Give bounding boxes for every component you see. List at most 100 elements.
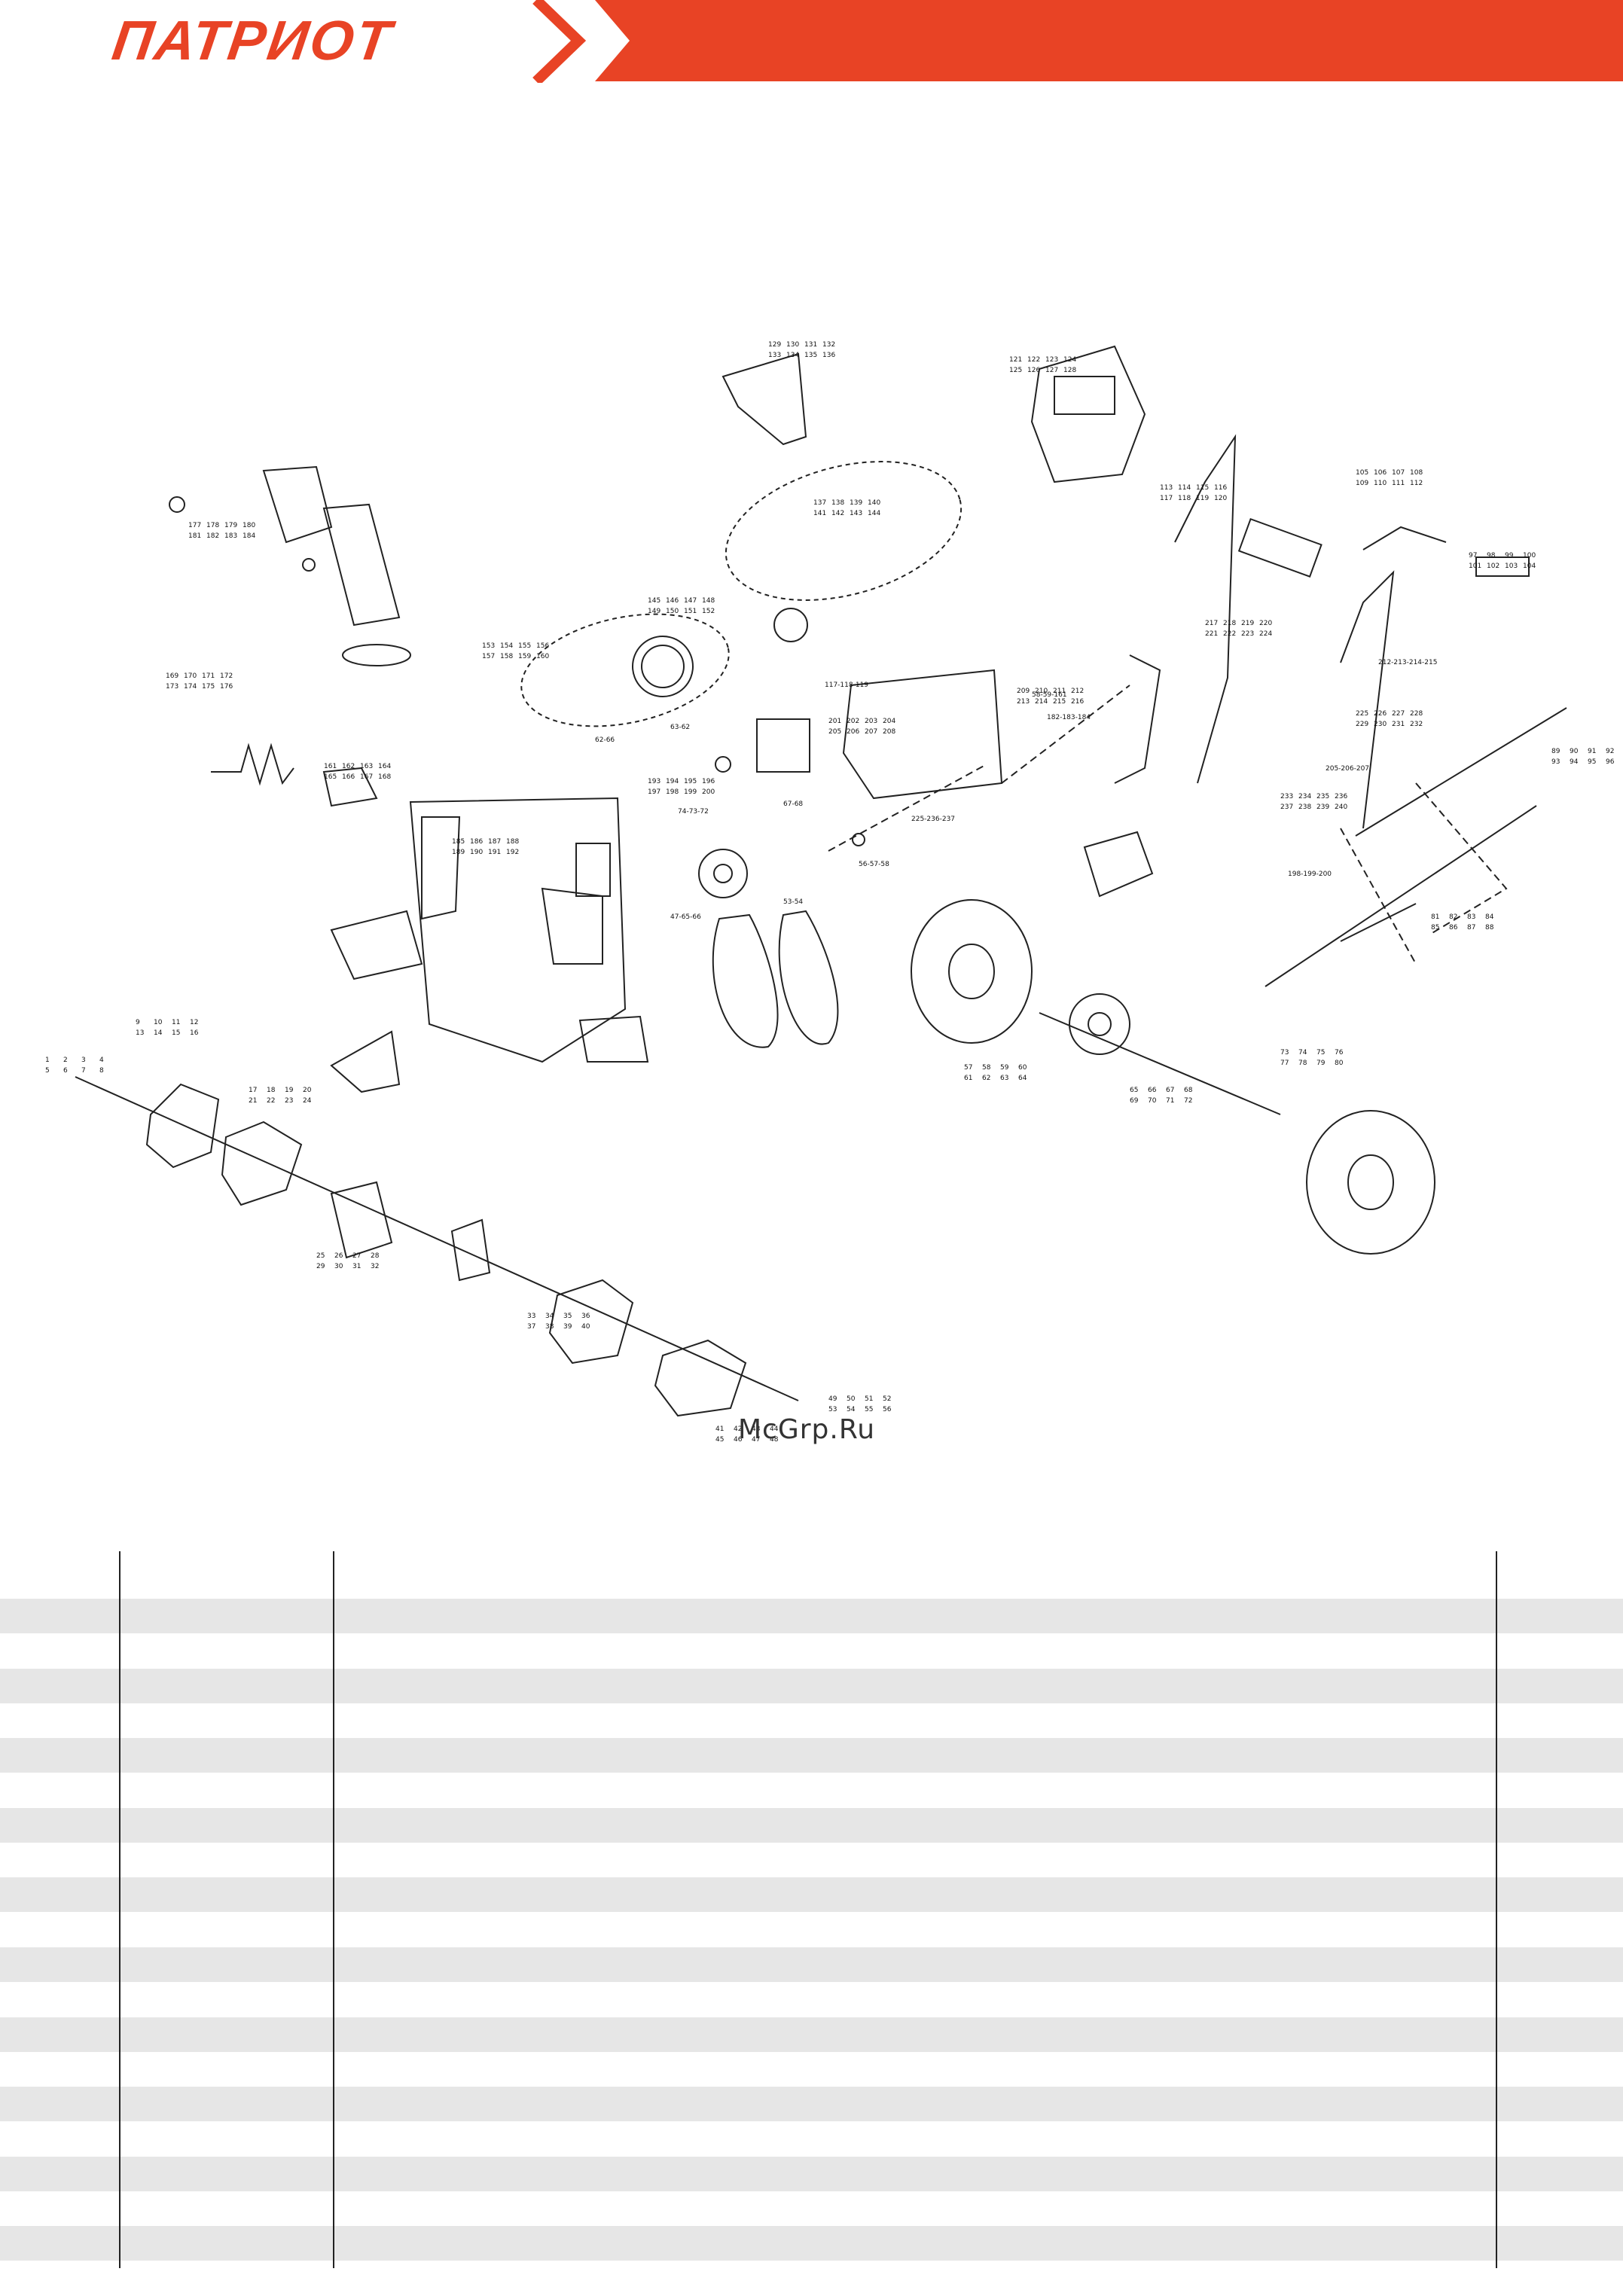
table-row	[0, 1668, 1623, 1703]
part-number-label: 14	[154, 1029, 163, 1037]
part-number-label: 26	[334, 1252, 343, 1260]
part-number-label: 208	[883, 728, 895, 736]
part-number-label: 54	[847, 1406, 856, 1413]
part-number-label: 190	[470, 849, 483, 856]
side-plate-left	[330, 910, 423, 980]
part-number-label: 123	[1045, 356, 1058, 364]
part-group-label: 56-57-58	[859, 861, 889, 868]
table-row	[0, 2261, 1623, 2296]
part-number-label: 161	[324, 763, 337, 770]
part-number-label: 93	[1551, 758, 1560, 766]
part-number-label: 237	[1280, 803, 1293, 811]
part-number-label: 129	[768, 341, 781, 349]
drive-gear	[1069, 993, 1130, 1055]
part-number-label: 18	[267, 1087, 276, 1094]
part-number-label: 180	[243, 522, 255, 529]
part-number-label: 19	[285, 1087, 294, 1094]
part-number-label: 74	[1298, 1049, 1307, 1057]
part-number-label: 7	[81, 1067, 86, 1075]
part-number-label: 176	[220, 683, 233, 691]
part-number-label: 236	[1335, 793, 1347, 800]
part-number-label: 101	[1469, 563, 1481, 570]
handle-grip	[1475, 556, 1530, 577]
brand-logo: ПАТРИОТ	[108, 9, 397, 72]
part-number-label: 119	[1196, 495, 1209, 502]
part-number-label: 198	[666, 788, 679, 796]
diagram-drawing: 1234567891011121314151617181920212223242…	[45, 341, 1615, 1444]
part-number-label: 63	[1000, 1075, 1008, 1082]
part-number-label: 102	[1487, 563, 1499, 570]
part-number-label: 239	[1316, 803, 1329, 811]
part-number-label: 233	[1280, 793, 1293, 800]
part-number-label: 2	[63, 1057, 68, 1064]
part-number-label: 36	[581, 1313, 590, 1320]
part-number-label: 169	[166, 672, 178, 680]
table-row	[0, 2087, 1623, 2122]
part-number-label: 170	[184, 672, 197, 680]
part-number-label: 120	[1214, 495, 1227, 502]
part-number-label: 223	[1241, 630, 1254, 638]
part-number-label: 222	[1223, 630, 1236, 638]
part-number-label: 110	[1374, 480, 1387, 487]
part-number-label: 90	[1570, 748, 1579, 755]
part-number-label: 147	[684, 597, 697, 605]
drive-pulley	[773, 608, 808, 642]
part-number-label: 82	[1449, 913, 1457, 921]
part-number-label: 111	[1392, 480, 1405, 487]
part-number-label: 175	[202, 683, 215, 691]
part-number-label: 225	[1356, 710, 1368, 718]
part-number-label: 50	[847, 1395, 856, 1403]
part-number-label: 35	[563, 1313, 572, 1320]
part-number-label: 215	[1053, 698, 1066, 706]
part-number-label: 94	[1570, 758, 1579, 766]
engine-tank	[1054, 376, 1115, 415]
auger-left-2	[221, 1121, 303, 1206]
part-number-label: 43	[752, 1425, 760, 1433]
part-number-label: 84	[1485, 913, 1494, 921]
part-number-label: 71	[1166, 1097, 1174, 1105]
part-number-label: 64	[1018, 1075, 1027, 1082]
part-number-label: 188	[506, 838, 519, 846]
part-number-label: 201	[828, 718, 841, 725]
part-number-label: 65	[1130, 1087, 1138, 1094]
part-number-label: 98	[1487, 552, 1496, 560]
handle-left	[1174, 434, 1237, 784]
parts-table	[0, 1551, 1623, 2268]
part-number-label: 79	[1316, 1060, 1326, 1067]
part-number-label: 33	[527, 1313, 535, 1320]
part-number-label: 213	[1017, 698, 1030, 706]
part-number-label: 189	[452, 849, 465, 856]
part-number-label: 203	[865, 718, 877, 725]
part-number-label: 139	[850, 499, 862, 507]
part-number-label: 3	[81, 1057, 86, 1064]
part-number-label: 153	[482, 642, 495, 650]
part-group-label: 47-65-66	[670, 913, 701, 921]
part-number-label: 5	[45, 1067, 50, 1075]
part-group-label: 58-59-161	[1032, 691, 1067, 699]
part-number-label: 107	[1392, 469, 1405, 477]
part-number-label: 86	[1449, 924, 1458, 932]
part-number-label: 126	[1027, 367, 1040, 374]
table-row	[0, 1633, 1623, 1668]
part-number-label: 91	[1588, 748, 1596, 755]
table-row	[0, 2122, 1623, 2157]
part-number-label: 155	[518, 642, 531, 650]
part-number-label: 177	[188, 522, 201, 529]
part-number-label: 224	[1259, 630, 1272, 638]
auger-left-1	[145, 1083, 220, 1169]
part-number-label: 167	[360, 773, 373, 781]
drive-belt-2	[778, 910, 839, 1045]
table-row	[0, 2052, 1623, 2087]
part-number-label: 70	[1148, 1097, 1157, 1105]
part-number-label: 116	[1214, 484, 1227, 492]
auger-right-2	[654, 1339, 747, 1417]
part-number-label: 121	[1009, 356, 1022, 364]
part-number-label: 16	[190, 1029, 199, 1037]
part-number-label: 69	[1130, 1097, 1139, 1105]
part-number-label: 114	[1178, 484, 1191, 492]
part-group-label: 225-236-237	[911, 816, 955, 823]
part-number-label: 47	[752, 1436, 760, 1444]
wheel-left	[911, 899, 1033, 1044]
part-number-label: 234	[1298, 793, 1311, 800]
